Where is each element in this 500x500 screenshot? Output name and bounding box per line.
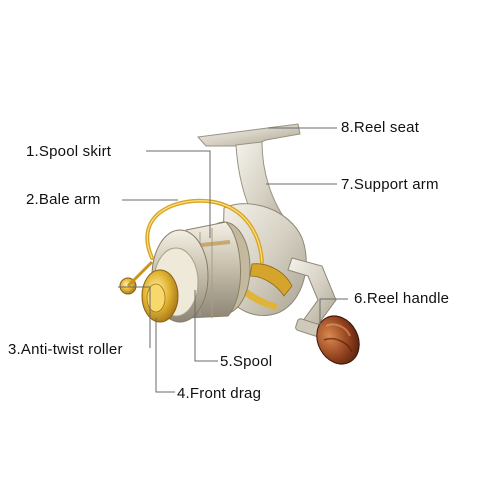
label-support-arm: 7.Support arm	[341, 176, 439, 193]
label-spool-skirt: 1.Spool skirt	[26, 143, 112, 160]
reel-illustration	[119, 123, 360, 365]
leader-line-reel-handle	[319, 298, 348, 326]
body-gold-trim	[249, 263, 293, 297]
leader-line-front-drag	[155, 318, 175, 393]
leader-line-spool	[194, 290, 218, 362]
label-front-drag: 4.Front drag	[177, 385, 262, 402]
handle-knob	[316, 315, 360, 365]
leader-line-spool-skirt	[146, 150, 211, 238]
label-spool: 5.Spool	[220, 353, 273, 370]
reel-seat-shape	[196, 123, 301, 147]
leader-line-anti-twist-roller	[118, 286, 151, 348]
label-anti-twist-roller: 3.Anti-twist roller	[8, 341, 123, 358]
label-bale-arm: 2.Bale arm	[26, 191, 101, 208]
leader-lines	[118, 127, 348, 393]
label-reel-handle: 6.Reel handle	[354, 290, 450, 307]
label-reel-seat: 8.Reel seat	[341, 119, 420, 136]
